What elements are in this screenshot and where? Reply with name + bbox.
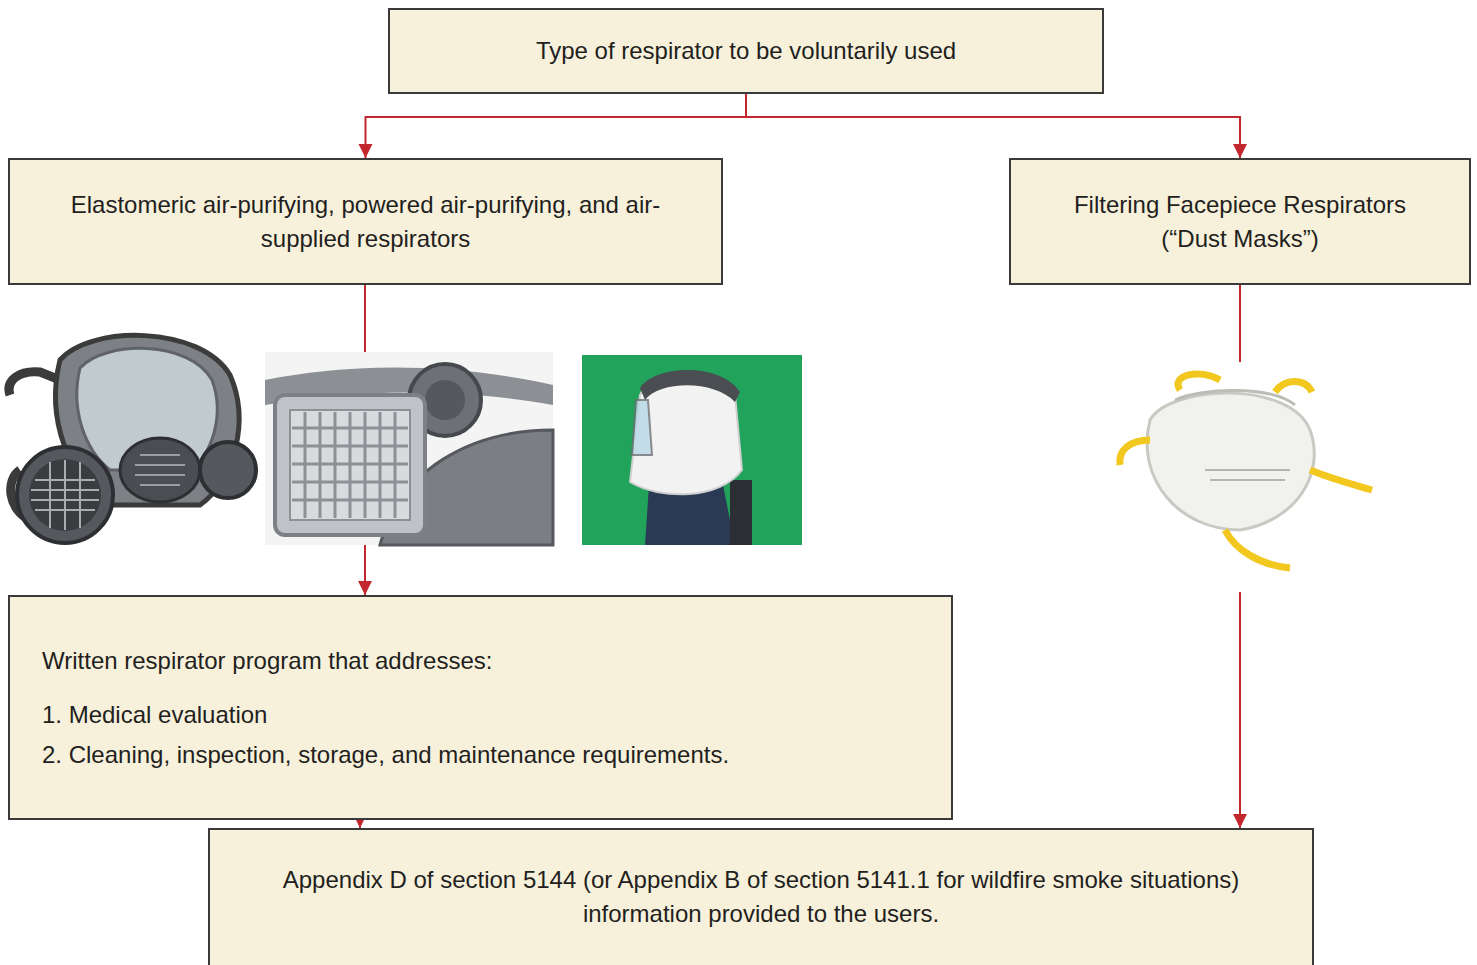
box-text: Type of respirator to be voluntarily use… — [536, 34, 956, 68]
box-text: Elastomeric air-purifying, powered air-p… — [30, 188, 701, 256]
flow-box: Filtering Facepiece Respirators (“Dust M… — [1009, 158, 1471, 285]
half-mask-respirator — [265, 352, 553, 545]
n95-mask — [1115, 362, 1375, 592]
full-face-respirator — [0, 318, 262, 552]
powered-air-purifying-respirator — [582, 355, 802, 545]
box-text: Written respirator program that addresse… — [42, 644, 492, 678]
flow-box: Elastomeric air-purifying, powered air-p… — [8, 158, 723, 285]
box-text: Appendix D of section 5144 (or Appendix … — [260, 863, 1262, 931]
flow-arrow — [746, 94, 1240, 158]
flow-arrow — [364, 285, 366, 595]
box-text: 2. Cleaning, inspection, storage, and ma… — [42, 738, 729, 772]
flow-arrow — [366, 94, 747, 158]
flow-arrow — [359, 820, 361, 828]
flow-box: Written respirator program that addresse… — [8, 595, 953, 820]
flow-box: Appendix D of section 5144 (or Appendix … — [208, 828, 1314, 965]
box-text: 1. Medical evaluation — [42, 698, 267, 732]
flow-box: Type of respirator to be voluntarily use… — [388, 8, 1104, 94]
box-text: Filtering Facepiece Respirators (“Dust M… — [1040, 188, 1440, 256]
